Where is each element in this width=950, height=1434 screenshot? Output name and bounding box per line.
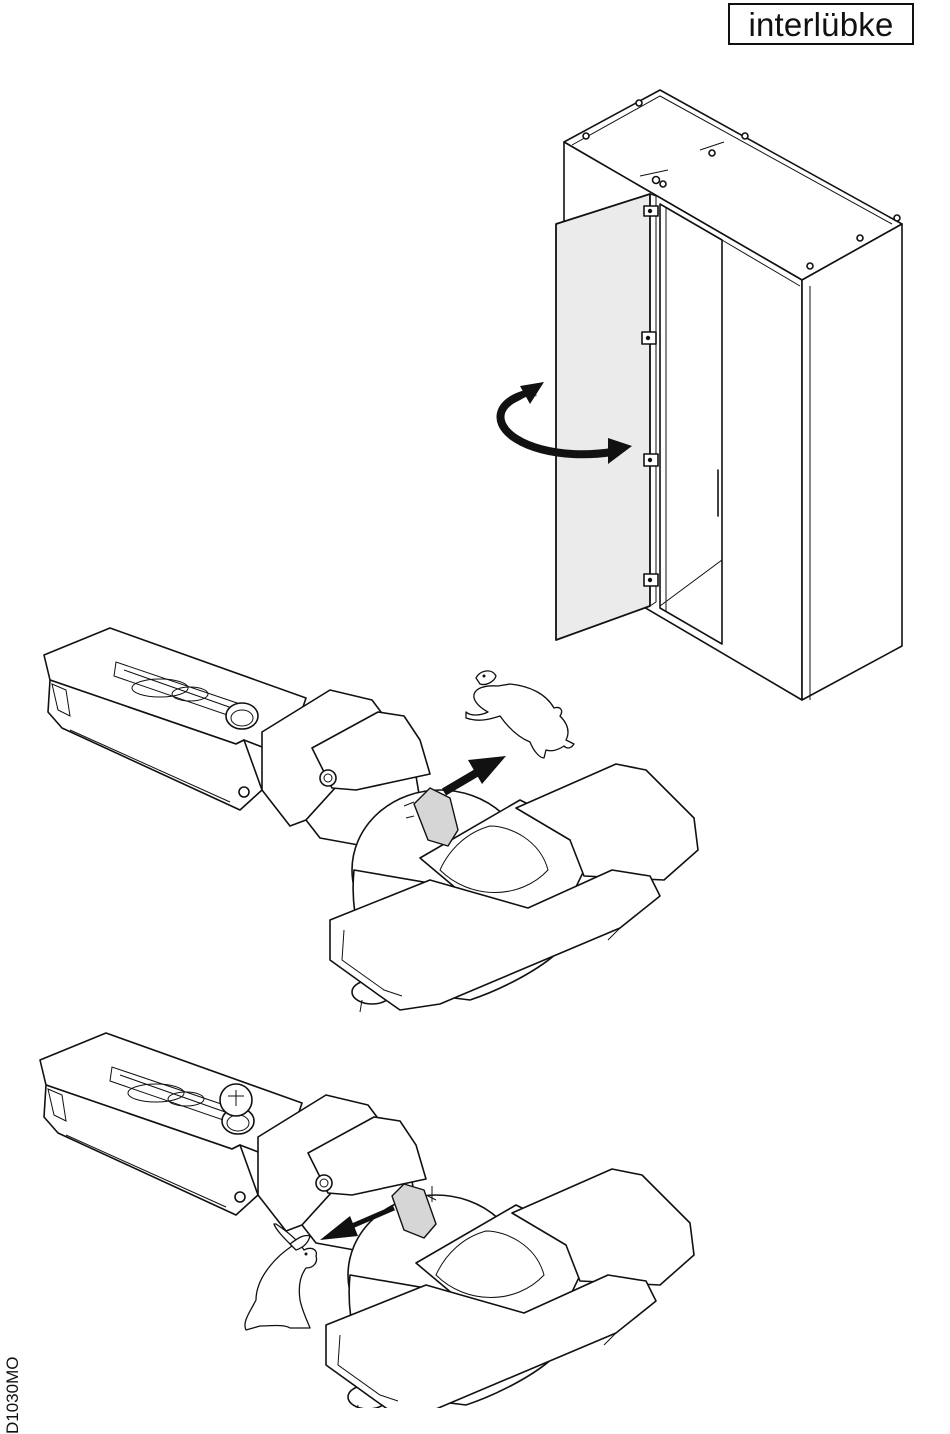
hinge-fast-illustration — [40, 1033, 694, 1408]
document-code: D1030MO — [2, 1324, 24, 1434]
slow-direction-arrow-icon — [444, 756, 506, 792]
open-door — [556, 194, 650, 640]
turtle-icon — [466, 671, 574, 758]
hinge-slow-illustration — [44, 628, 698, 1012]
wardrobe-illustration — [556, 90, 902, 700]
rabbit-icon — [245, 1224, 317, 1330]
